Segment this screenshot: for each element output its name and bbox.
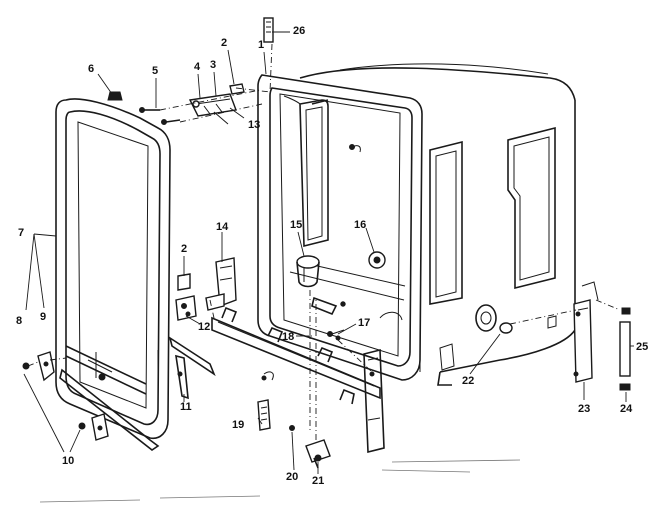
part-23-side-trim — [573, 281, 599, 383]
callout-4: 4 — [194, 61, 201, 73]
callout-24: 24 — [620, 403, 633, 415]
callout-5: 5 — [152, 65, 159, 77]
callout-11: 11 — [180, 401, 192, 413]
callout-14: 14 — [216, 221, 229, 233]
callout-19: 19 — [232, 419, 245, 431]
part-17-screw — [327, 329, 345, 341]
part-10-foot — [78, 413, 109, 441]
part-26-clip — [263, 17, 274, 43]
part-2-spring — [177, 273, 191, 291]
callout-18: 18 — [282, 331, 295, 343]
part-21-latch — [289, 425, 331, 469]
callout-2-lower: 2 — [181, 243, 188, 255]
part-6-bumper — [107, 91, 123, 101]
callout-26: 26 — [293, 25, 306, 37]
part-24-25-cap — [619, 307, 631, 391]
part-9-hinge-cam — [37, 351, 55, 382]
floor-lines — [39, 459, 521, 503]
callout-17: 17 — [358, 317, 371, 329]
callout-21: 21 — [312, 475, 325, 487]
callout-13: 13 — [248, 119, 261, 131]
callout-2-upper: 2 — [221, 37, 228, 49]
part-5-screw — [139, 107, 181, 125]
part-11-door-arm — [168, 336, 216, 400]
callout-6: 6 — [88, 63, 95, 75]
callout-10: 10 — [62, 455, 75, 467]
callout-20: 20 — [286, 471, 299, 483]
callout-16: 16 — [354, 219, 367, 231]
tub-cabinet — [299, 63, 576, 386]
callout-12: 12 — [198, 321, 211, 333]
lower-channel-rail — [211, 306, 385, 454]
part-14-hinge-plate — [205, 257, 237, 311]
part-12-hinge — [175, 295, 197, 321]
door-gasket-frame — [55, 98, 171, 451]
callout-25: 25 — [636, 341, 649, 353]
assembly-centerlines — [27, 43, 621, 440]
callout-15: 15 — [290, 219, 303, 231]
tub-front-frame — [257, 74, 423, 381]
part-22-grommet — [439, 343, 455, 371]
callout-7: 7 — [18, 227, 25, 239]
callout-22: 22 — [462, 375, 475, 387]
leader-lines — [23, 31, 634, 474]
callout-9: 9 — [40, 311, 47, 323]
callout-23: 23 — [578, 403, 591, 415]
callout-3: 3 — [210, 59, 217, 71]
callout-1: 1 — [258, 39, 265, 51]
callout-8: 8 — [16, 315, 23, 327]
